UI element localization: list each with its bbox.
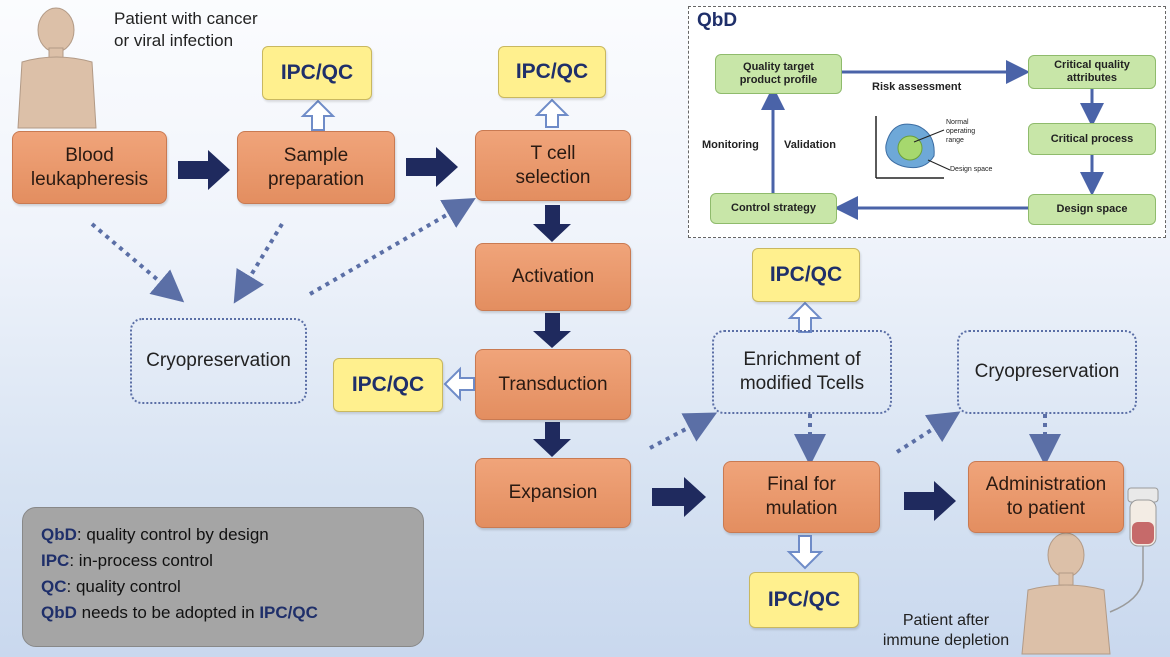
hollow-arrow-tcell-ipc	[534, 98, 570, 128]
ipc-qc-enrichment: IPC/QC	[752, 248, 860, 302]
arrow-transduction-to-expansion	[533, 422, 571, 457]
step-final-formulation: Final for mulation	[723, 461, 880, 533]
enrichment-modified-tcells: Enrichment of modified Tcells	[712, 330, 892, 414]
arrow-final-to-admin	[904, 481, 956, 521]
ipc-qc-tcell: IPC/QC	[498, 46, 606, 98]
arrow-sample-to-tcell	[406, 147, 458, 187]
legend-line-qc: QC: quality control	[41, 577, 181, 596]
cryopreservation-right: Cryopreservation	[957, 330, 1137, 414]
cryopreservation-left: Cryopreservation	[130, 318, 307, 404]
patient-bottom-label: Patient after immune depletion	[882, 612, 1010, 649]
step-tcell-selection: T cell selection	[475, 130, 631, 201]
ipc-qc-sample: IPC/QC	[262, 46, 372, 100]
step-blood-leukapheresis: Blood leukapheresis	[12, 131, 167, 204]
qbd-critical-quality-attributes: Critical quality attributes	[1028, 55, 1156, 89]
step-sample-preparation: Sample preparation	[237, 131, 395, 204]
dotted-cryo-tcell	[308, 197, 476, 296]
dotted-expansion-enrichment	[649, 412, 718, 450]
step-activation: Activation	[475, 243, 631, 311]
qbd-normal-range: Normal operating range	[946, 119, 976, 144]
step-administration: Administration to patient	[968, 461, 1124, 533]
dotted-blood-cryo	[90, 222, 185, 303]
arrow-expansion-to-final	[652, 477, 706, 517]
legend-line-adopt: QbD needs to be adopted in IPC/QC	[41, 603, 318, 622]
step-transduction: Transduction	[475, 349, 631, 420]
qbd-design-space-small: Design space	[950, 166, 993, 173]
qbd-risk-assessment: Risk assessment	[872, 81, 962, 93]
step-expansion: Expansion	[475, 458, 631, 528]
arrow-activation-to-transduction	[533, 313, 571, 348]
hollow-arrow-sample-ipc	[300, 99, 336, 131]
ipc-qc-final: IPC/QC	[749, 572, 859, 628]
ipc-qc-transduction: IPC/QC	[333, 358, 443, 412]
dotted-final-cryo	[895, 411, 961, 454]
qbd-control-strategy: Control strategy	[710, 193, 837, 224]
qbd-title: QbD	[697, 10, 738, 31]
qbd-quality-target: Quality target product profile	[715, 54, 842, 94]
qbd-design-space: Design space	[1028, 194, 1156, 225]
patient-top-label: Patient with cancer or viral infection	[114, 9, 258, 50]
dotted-sample-cryo	[233, 222, 284, 304]
legend-line-ipc: IPC: in-process control	[41, 551, 213, 570]
qbd-validation: Validation	[784, 139, 836, 151]
legend-line-qbd: QbD: quality control by design	[41, 525, 269, 544]
arrow-blood-to-sample	[178, 150, 230, 190]
hollow-arrow-final-ipc	[786, 535, 824, 570]
hollow-arrow-enrichment-ipc	[787, 301, 823, 333]
qbd-monitoring: Monitoring	[702, 139, 759, 151]
legend-box: QbD: quality control by design IPC: in-p…	[22, 507, 424, 647]
qbd-critical-process: Critical process	[1028, 123, 1156, 155]
arrow-tcell-to-activation	[533, 205, 571, 242]
hollow-arrow-transduction-ipc	[443, 366, 475, 402]
